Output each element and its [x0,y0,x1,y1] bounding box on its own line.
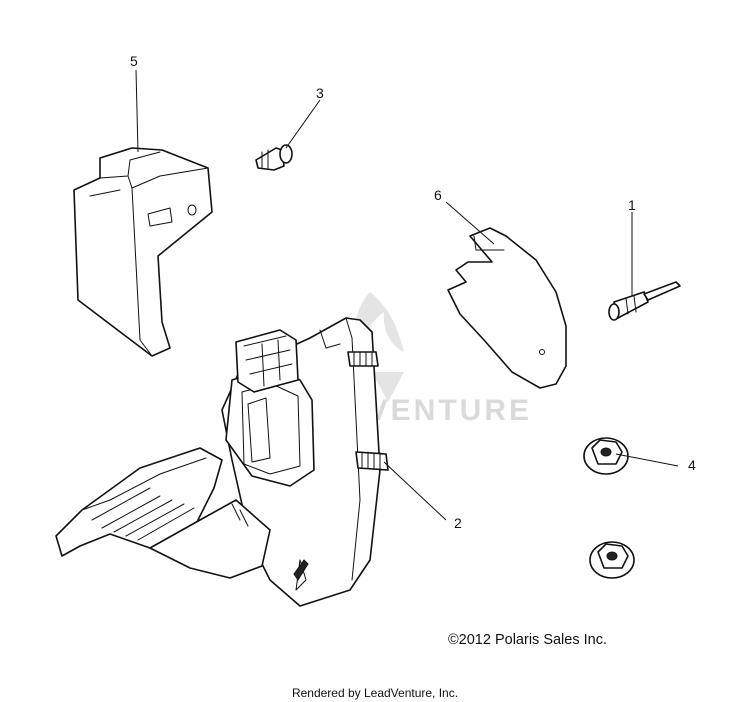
callout-2: 2 [454,515,462,531]
leader-3 [285,99,321,149]
leader-4 [615,453,679,467]
leader-2 [383,461,447,521]
callout-1: 1 [628,197,636,213]
callout-5: 5 [130,53,138,69]
part-4-flange-nut-lower [589,541,635,579]
part-2-pedal-assembly [55,317,389,607]
callout-6: 6 [434,187,442,203]
copyright-notice: ©2012 Polaris Sales Inc. [448,632,607,648]
callout-3: 3 [316,85,324,101]
part-4-flange-nut-upper [583,437,629,475]
part-6-cover-plate [447,227,567,389]
callout-4: 4 [688,457,696,473]
leader-5 [135,69,139,153]
rendered-by-notice: Rendered by LeadVenture, Inc. [291,686,459,700]
leader-6 [445,201,495,245]
part-3-push-rivet [255,144,293,171]
part-5-bracket [73,147,213,357]
part-1-rivet [608,281,681,321]
